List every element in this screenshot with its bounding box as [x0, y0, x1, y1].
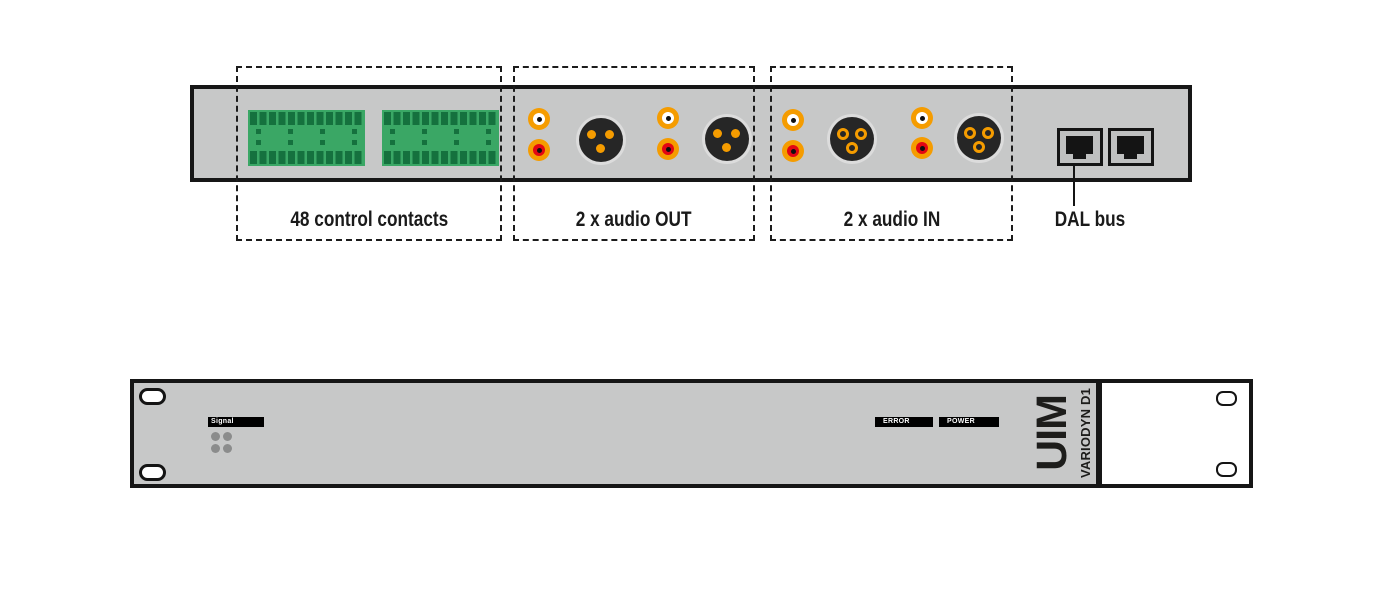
- signal-label-bar: Signal: [208, 417, 264, 427]
- rca-connector-red: [911, 137, 933, 159]
- xlr-female-connector: [830, 117, 874, 161]
- error-label-bar: ERROR: [875, 417, 933, 427]
- section-label-text: 2 x audio IN: [843, 208, 940, 231]
- rack-mount-hole: [139, 388, 166, 405]
- terminal-pin-row: [384, 112, 497, 125]
- terminal-pin-row: [384, 151, 497, 164]
- rj45-jack: [1108, 128, 1154, 166]
- terminal-pin-row: [250, 112, 363, 125]
- dal-bus-leader-line: [1073, 166, 1075, 206]
- rear-panel: [190, 85, 1192, 182]
- signal-led: [223, 444, 232, 453]
- error-label-text: ERROR: [883, 418, 910, 425]
- rca-connector-white: [657, 107, 679, 129]
- rack-mount-hole: [1216, 462, 1237, 477]
- terminal-contact-row: [390, 140, 491, 145]
- rca-connector-white: [782, 109, 804, 131]
- section-label-text: 48 control contacts: [290, 208, 448, 231]
- callout-box-control-contacts: [236, 66, 502, 241]
- rack-mount-hole: [139, 464, 166, 481]
- callout-box-audio-out: [513, 66, 755, 241]
- rca-connector-red: [528, 139, 550, 161]
- rca-connector-white: [911, 107, 933, 129]
- terminal-contact-row: [390, 129, 491, 134]
- model-name-text: UIM: [1027, 395, 1076, 471]
- power-label-text: POWER: [947, 418, 975, 425]
- rca-connector-red: [657, 138, 679, 160]
- series-name-text: VARIODYN D1: [1077, 387, 1093, 479]
- signal-led: [223, 432, 232, 441]
- xlr-male-connector: [579, 118, 623, 162]
- signal-label-text: Signal: [211, 418, 234, 425]
- xlr-male-connector: [705, 117, 749, 161]
- callout-box-audio-in: [770, 66, 1013, 241]
- rj45-jack: [1057, 128, 1103, 166]
- section-label-audio-out: 2 x audio OUT: [513, 204, 755, 236]
- xlr-female-connector: [957, 116, 1001, 160]
- signal-led: [211, 432, 220, 441]
- power-label-bar: POWER: [939, 417, 999, 427]
- rca-connector-white: [528, 108, 550, 130]
- section-label-dal-bus: DAL bus: [1036, 204, 1144, 236]
- section-label-audio-in: 2 x audio IN: [770, 204, 1013, 236]
- rca-connector-red: [782, 140, 804, 162]
- rack-mount-hole: [1216, 391, 1237, 406]
- terminal-block-connector: [248, 110, 365, 166]
- front-panel: [130, 379, 1253, 488]
- front-panel-divider: [1096, 383, 1102, 484]
- terminal-contact-row: [256, 140, 357, 145]
- terminal-pin-row: [250, 151, 363, 164]
- section-label-control-contacts: 48 control contacts: [236, 204, 502, 236]
- terminal-block-connector: [382, 110, 499, 166]
- section-label-text: DAL bus: [1054, 208, 1126, 231]
- signal-led: [211, 444, 220, 453]
- terminal-contact-row: [256, 129, 357, 134]
- section-label-text: 2 x audio OUT: [576, 208, 692, 231]
